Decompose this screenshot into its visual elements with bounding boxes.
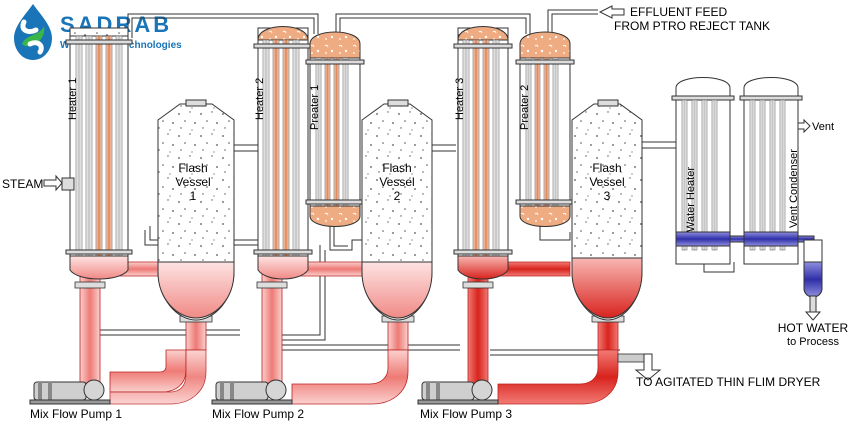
water-heater-label: Water Heater (685, 167, 697, 232)
heater-3-label: Heater 3 (454, 78, 466, 120)
pump-1-label: Mix Flow Pump 1 (30, 407, 122, 421)
preheater-2 (515, 31, 575, 227)
vent-condenser-label: Vent Condenser (788, 149, 800, 228)
flash-vessel-1-line3: 1 (190, 189, 197, 203)
vent-arrow-icon (797, 118, 811, 134)
steam-label: STEAM (2, 177, 43, 191)
heater-2 (253, 26, 313, 280)
flash-vessel-3-line1: Flash (592, 161, 621, 175)
flash-vessel-2-line1: Flash (382, 161, 411, 175)
dryer-label: TO AGITATED THIN FLIM DRYER (636, 375, 821, 389)
flash-vessel-2-line3: 2 (394, 189, 401, 203)
logo-drop-icon (14, 4, 52, 60)
pump-3-label: Mix Flow Pump 3 (420, 407, 512, 421)
steam-arrow-icon (43, 174, 63, 192)
heater-2-label: Heater 2 (254, 78, 266, 120)
flash-vessel-1-line2: Vessel (175, 175, 210, 189)
mix-flow-pump-2 (211, 379, 293, 405)
hot-water-label-line2: to Process (787, 336, 839, 348)
water-heater (671, 77, 735, 265)
flash-vessel-2 (361, 99, 433, 321)
dryer-arrow-icon (634, 353, 662, 381)
vent-label: Vent (812, 121, 834, 133)
heater-1 (61, 27, 133, 280)
gray-piping (96, 9, 735, 356)
flash-vessel-3-line3: 3 (604, 189, 611, 203)
effluent-label-line2: FROM PTRO REJECT TANK (614, 19, 770, 33)
flash-vessel-2-line2: Vessel (379, 175, 414, 189)
effluent-arrow-icon (598, 5, 625, 19)
mix-flow-pump-1 (29, 379, 111, 405)
vent-condenser (729, 77, 815, 265)
preheater-2-label: Preater 2 (519, 85, 531, 130)
hot-water-arrow-icon (804, 311, 822, 321)
flash-vessel-3 (571, 99, 643, 321)
hot-water-label-line1: HOT WATER (778, 321, 849, 335)
flash-vessel-3-line2: Vessel (589, 175, 624, 189)
effluent-label-line1: EFFLUENT FEED (630, 5, 727, 19)
preheater-1 (305, 31, 365, 227)
preheater-1-label: Preater 1 (309, 85, 321, 130)
hot-water-receiver (803, 239, 823, 321)
heater-1-label: Heater 1 (67, 78, 79, 120)
flash-vessel-1-line1: Flash (178, 161, 207, 175)
flash-vessel-1 (157, 99, 235, 321)
heater-3 (453, 26, 513, 280)
mix-flow-pump-3 (417, 379, 499, 405)
pump-2-label: Mix Flow Pump 2 (212, 407, 304, 421)
